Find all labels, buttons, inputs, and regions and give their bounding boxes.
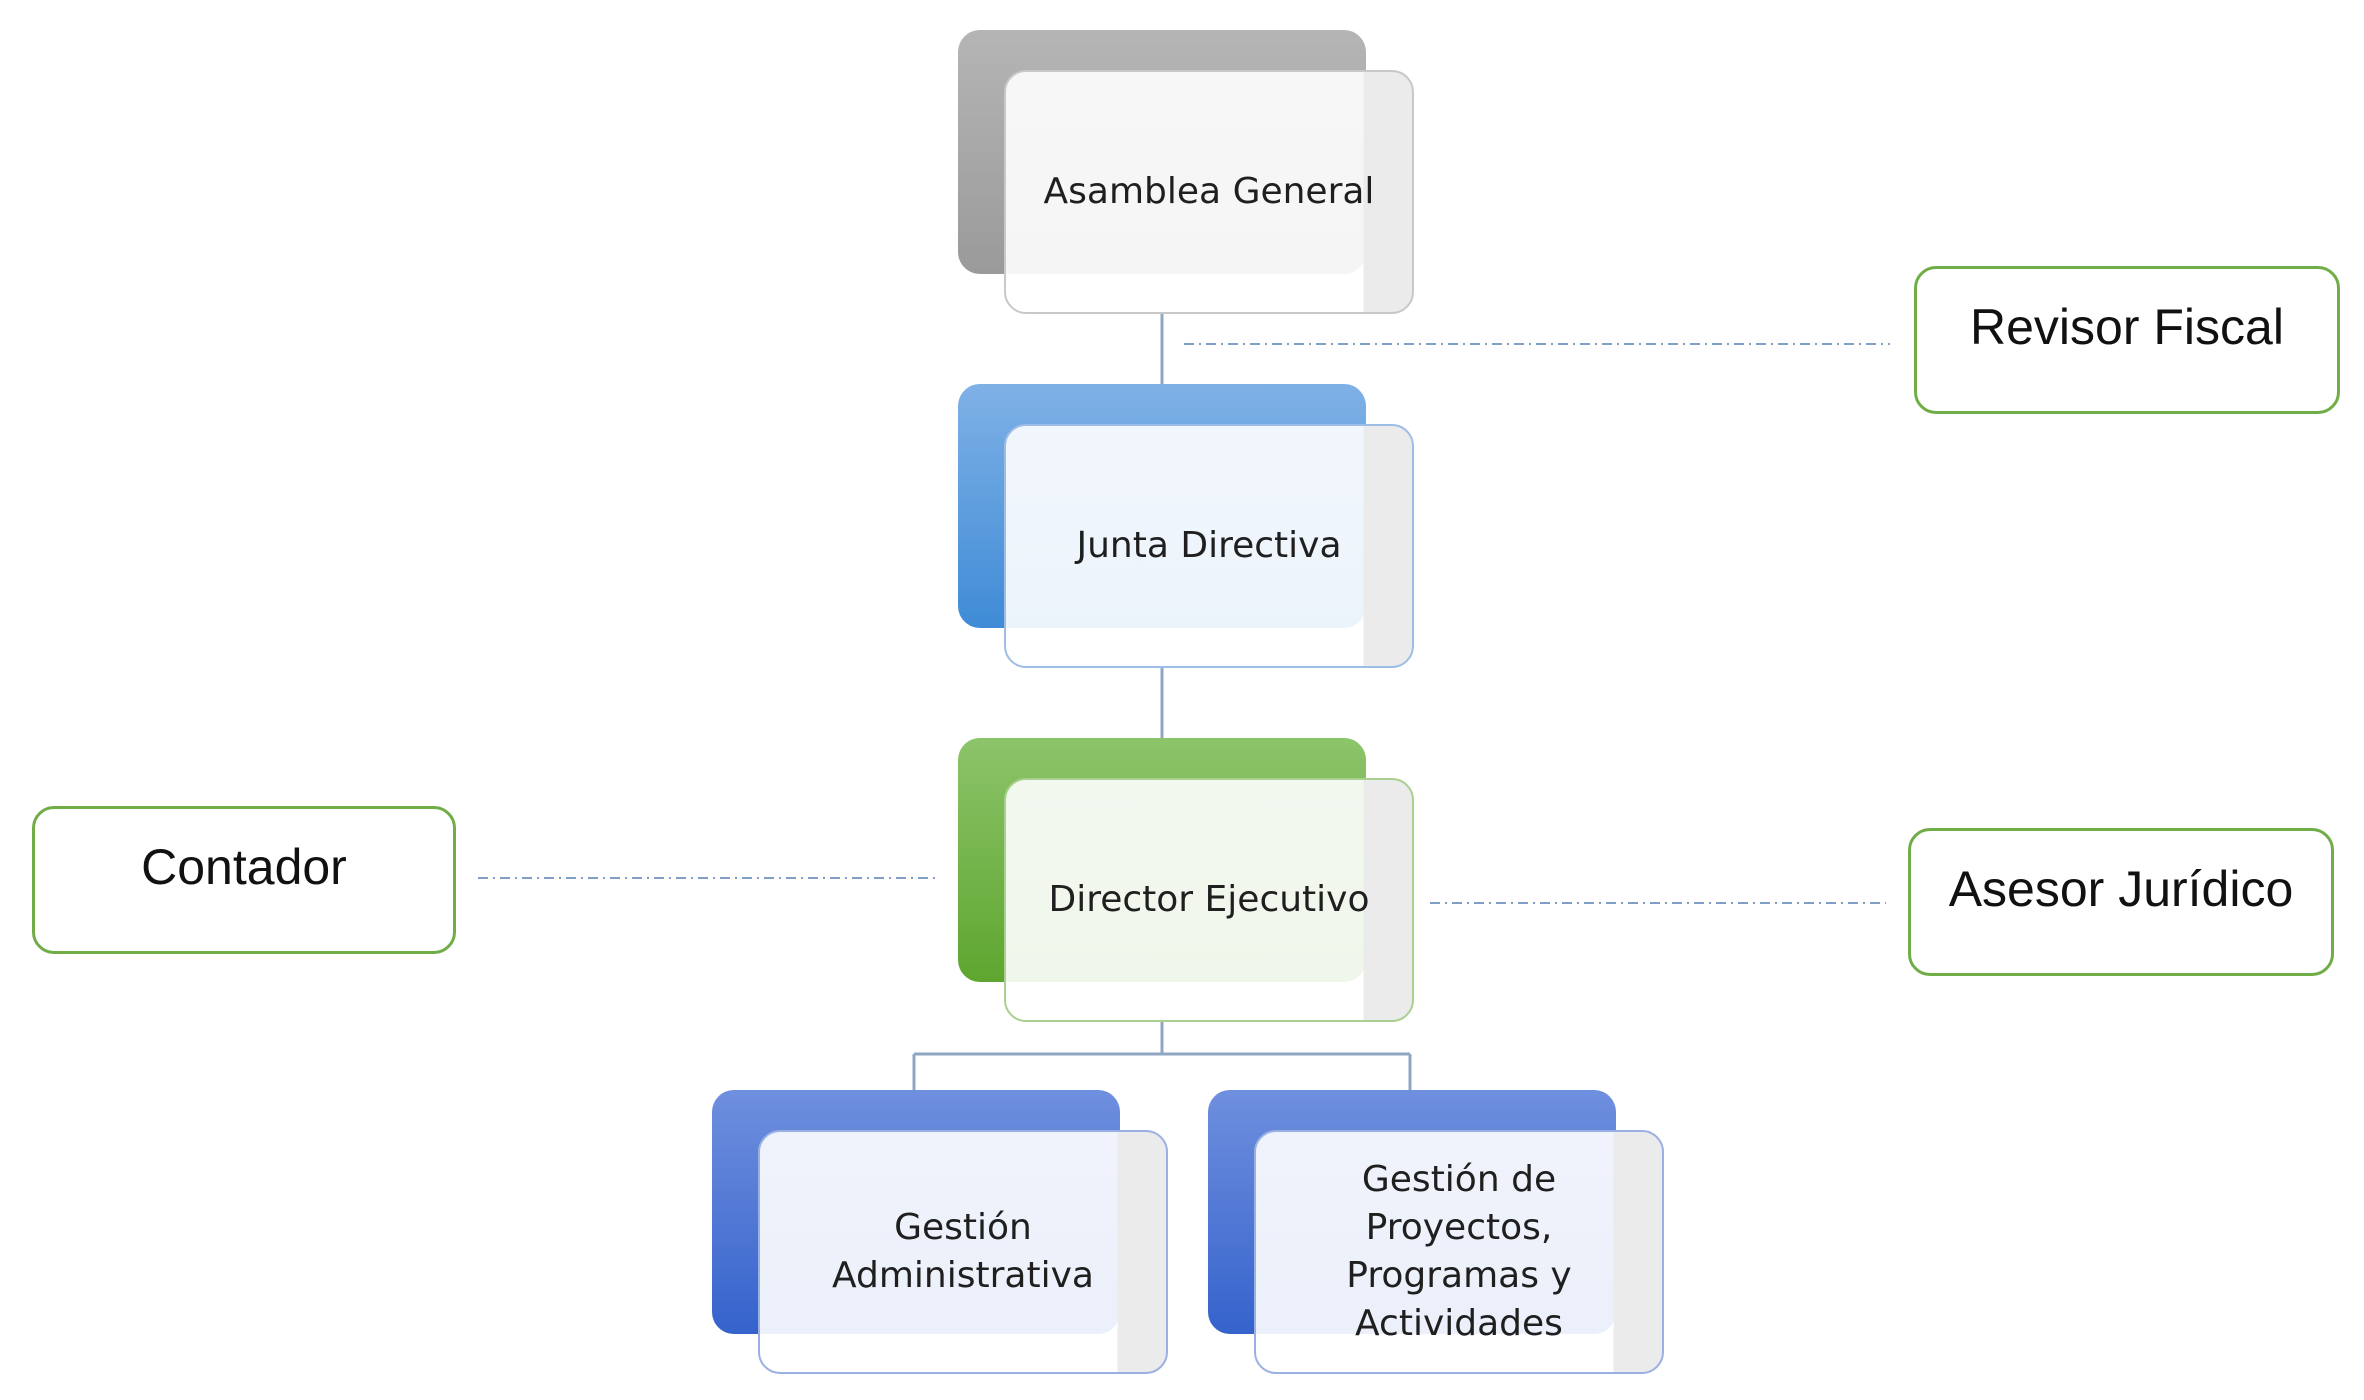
node-front-panel: Director Ejecutivo [1004, 778, 1414, 1022]
staff-label: Contador [141, 839, 347, 895]
staff-revisor-fiscal: Revisor Fiscal [1914, 266, 2340, 414]
node-front-panel: Asamblea General [1004, 70, 1414, 314]
node-front-panel: Junta Directiva [1004, 424, 1414, 668]
staff-asesor-juridico: Asesor Jurídico [1908, 828, 2334, 976]
node-label: Gestión Administrativa [832, 1207, 1094, 1296]
node-front-panel: Gestión Administrativa [758, 1130, 1168, 1374]
node-director-ejecutivo: Director Ejecutivo [958, 738, 1414, 1022]
node-label: Gestión de Proyectos, Programas y Activi… [1346, 1159, 1572, 1344]
node-junta-directiva: Junta Directiva [958, 384, 1414, 668]
node-gestion-proyectos: Gestión de Proyectos, Programas y Activi… [1208, 1090, 1664, 1374]
node-label: Director Ejecutivo [1048, 879, 1370, 920]
staff-label: Asesor Jurídico [1948, 861, 2294, 917]
staff-label: Revisor Fiscal [1970, 299, 2284, 355]
staff-contador: Contador [32, 806, 456, 954]
node-label: Junta Directiva [1076, 525, 1342, 566]
node-label: Asamblea General [1043, 171, 1375, 212]
node-gestion-administrativa: Gestión Administrativa [712, 1090, 1168, 1374]
node-asamblea-general: Asamblea General [958, 30, 1414, 314]
node-front-panel: Gestión de Proyectos, Programas y Activi… [1254, 1130, 1664, 1374]
